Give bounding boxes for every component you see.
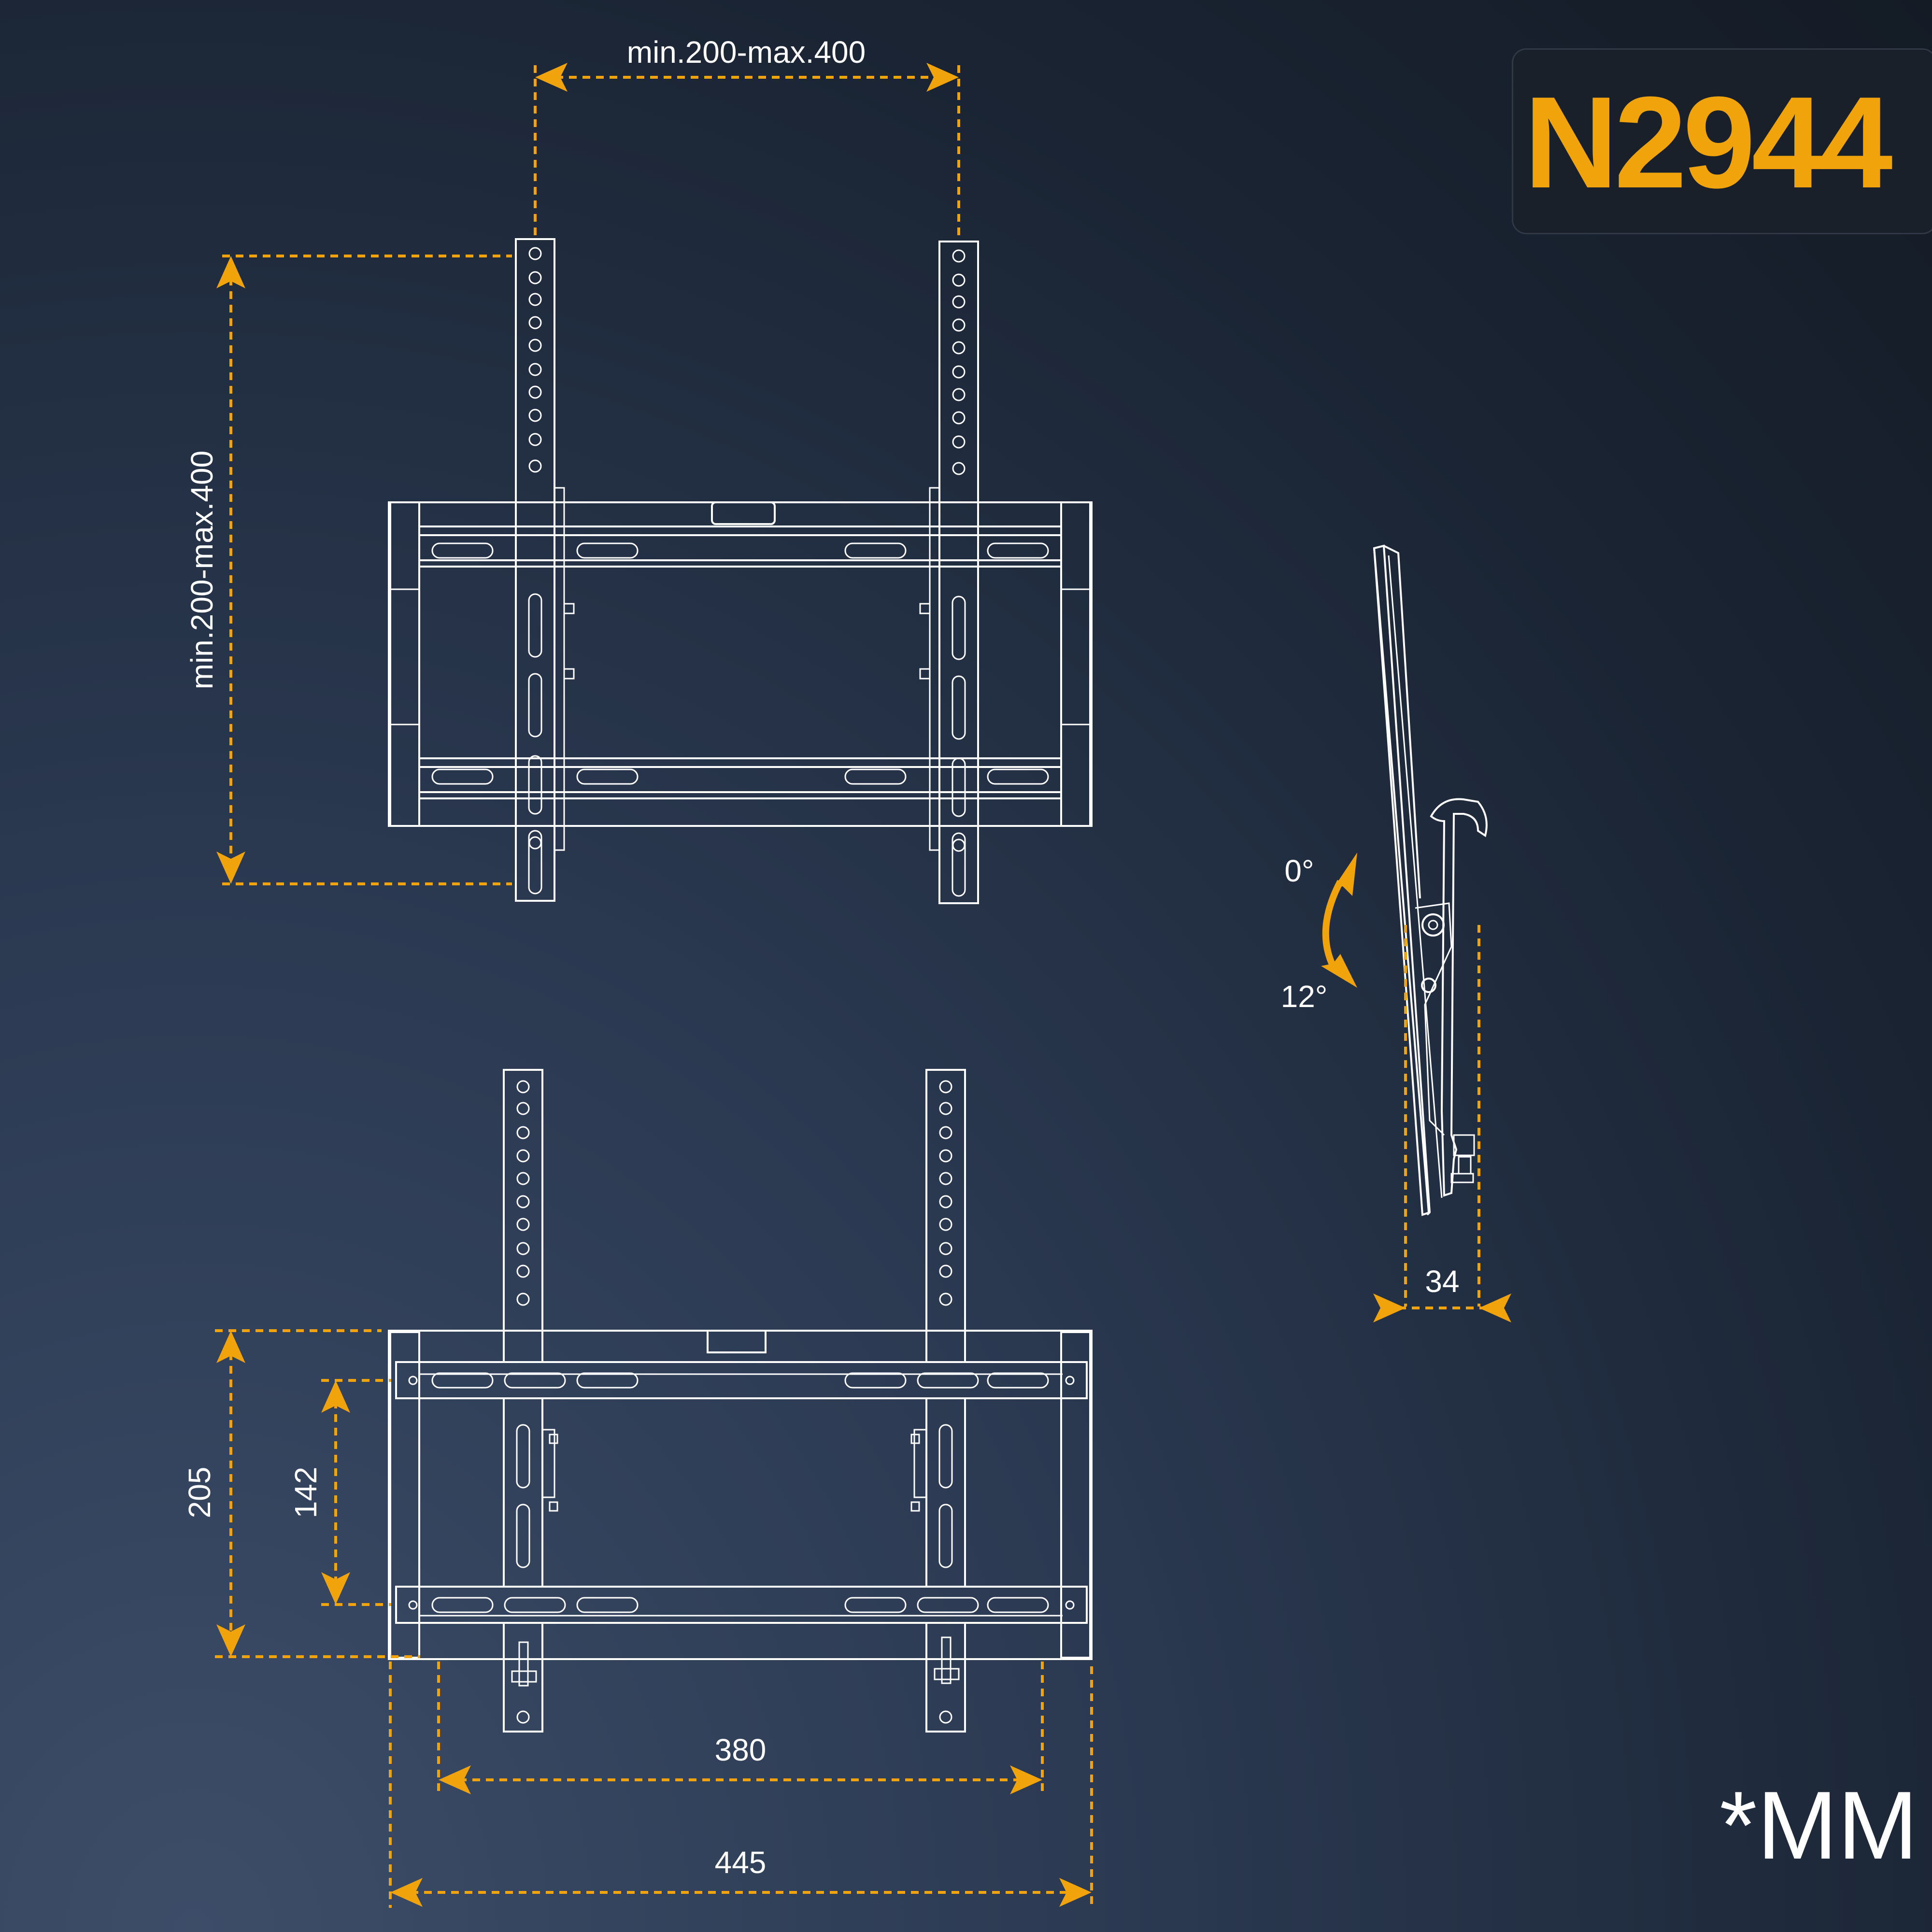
wall-plate-right-cap xyxy=(1060,501,1091,827)
width-445-label: 445 xyxy=(715,1845,767,1880)
width-380-label: 380 xyxy=(715,1733,767,1767)
height-142-label: 142 xyxy=(288,1467,323,1519)
side-view xyxy=(1321,544,1511,1322)
front-view-bottom xyxy=(215,1069,1093,1908)
right-arm-top xyxy=(919,241,979,904)
height-205-label: 205 xyxy=(182,1467,217,1519)
handle-lower xyxy=(707,1330,767,1353)
vesa-horizontal-label: min.200-max.400 xyxy=(627,35,866,70)
tv-plate-side xyxy=(1373,544,1431,1216)
model-number: N2944 xyxy=(1524,70,1893,215)
tilt-max-label: 12° xyxy=(1281,979,1328,1014)
unit-label: *MM xyxy=(1719,1772,1918,1879)
right-arm-bottom xyxy=(910,1069,966,1733)
tilt-arc-arrow xyxy=(1322,880,1344,973)
tilt-min-label: 0° xyxy=(1284,853,1314,888)
vesa-vertical-label: min.200-max.400 xyxy=(185,451,219,689)
left-arm-top xyxy=(515,238,575,902)
depth-34-label: 34 xyxy=(1425,1264,1459,1299)
left-arm-bottom xyxy=(503,1069,558,1733)
wall-plate-outline xyxy=(388,501,1093,827)
wall-bracket-side xyxy=(1430,798,1488,1197)
wall-plate-outline-lower xyxy=(388,1330,1093,1660)
handle xyxy=(711,501,776,525)
front-view-top xyxy=(216,63,1093,904)
wall-plate-left-cap xyxy=(389,501,420,827)
model-badge: N2944 xyxy=(1512,48,1932,234)
